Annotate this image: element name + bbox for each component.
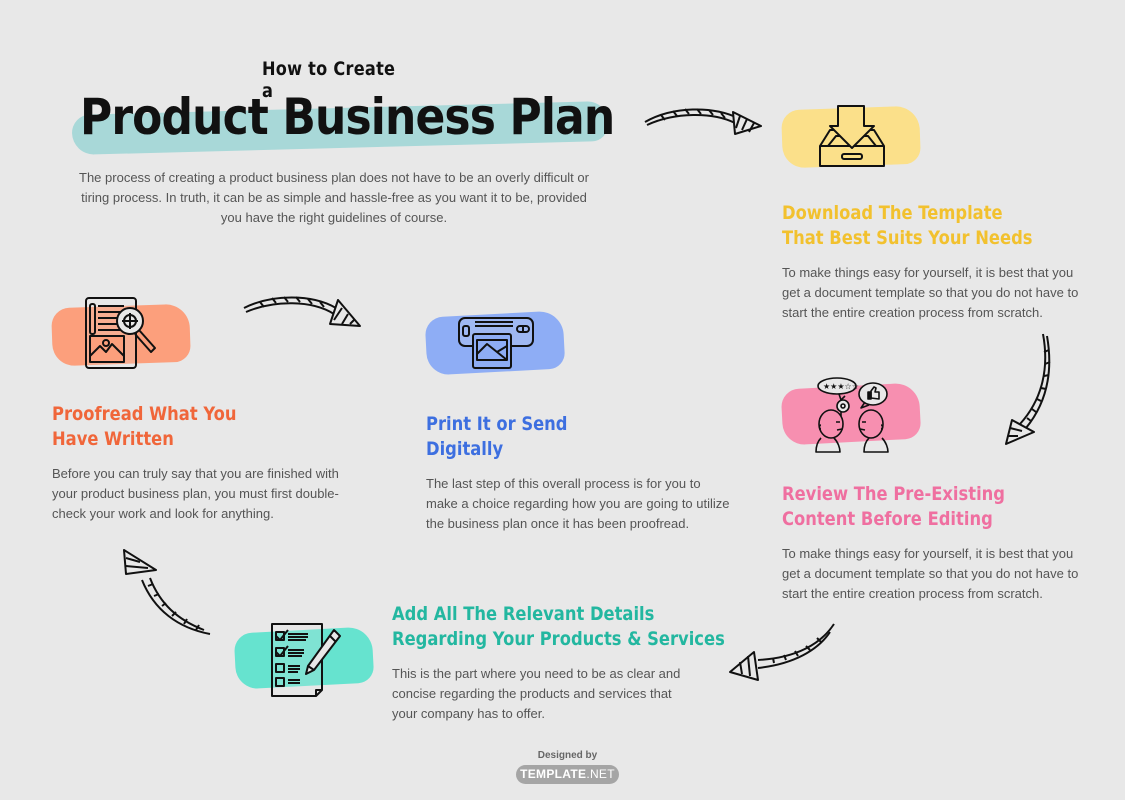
review-conversation-icon: ★★★☆☆ bbox=[813, 376, 897, 454]
arrow-down-icon bbox=[1000, 332, 1052, 448]
printer-icon bbox=[457, 314, 537, 372]
designed-by-label: Designed by bbox=[537, 750, 598, 761]
details-body: This is the part where you need to be as… bbox=[392, 666, 681, 721]
proofread-heading-line1: Proofread What You bbox=[52, 403, 237, 425]
download-tray-icon bbox=[816, 104, 888, 170]
arrow-up-icon bbox=[120, 548, 212, 638]
brand-suffix: .NET bbox=[586, 767, 615, 781]
details-heading-line1: Add All The Relevant Details bbox=[392, 603, 655, 625]
arrow-left-icon bbox=[726, 622, 838, 686]
brand-main: TEMPLATE bbox=[520, 767, 587, 781]
print-body: The last step of this overall process is… bbox=[426, 476, 730, 531]
details-heading-line2: Regarding Your Products & Services bbox=[392, 628, 725, 650]
proofread-heading: Proofread What You Have Written bbox=[52, 402, 237, 452]
template-net-badge[interactable]: TEMPLATE.NET bbox=[516, 765, 619, 784]
details-heading: Add All The Relevant Details Regarding Y… bbox=[392, 602, 725, 652]
intro-paragraph: The process of creating a product busine… bbox=[79, 170, 589, 225]
print-heading-line1: Print It or Send bbox=[426, 413, 568, 435]
review-body: To make things easy for yourself, it is … bbox=[782, 546, 1079, 601]
arrow-right-icon bbox=[643, 104, 767, 140]
download-body: To make things easy for yourself, it is … bbox=[782, 265, 1079, 320]
checklist-pencil-icon bbox=[268, 620, 344, 700]
print-heading: Print It or Send Digitally bbox=[426, 412, 568, 462]
arrow-right-icon bbox=[242, 292, 364, 332]
document-magnifier-icon bbox=[84, 296, 160, 372]
review-heading: Review The Pre-Existing Content Before E… bbox=[782, 482, 1005, 532]
proofread-body: Before you can truly say that you are fi… bbox=[52, 466, 339, 521]
proofread-heading-line2: Have Written bbox=[52, 428, 174, 450]
review-heading-line1: Review The Pre-Existing bbox=[782, 483, 1006, 505]
svg-text:★★★☆☆: ★★★☆☆ bbox=[823, 382, 859, 391]
print-heading-line2: Digitally bbox=[426, 438, 504, 460]
review-heading-line2: Content Before Editing bbox=[782, 508, 993, 530]
download-heading-line2: That Best Suits Your Needs bbox=[782, 227, 1033, 249]
download-heading-line1: Download The Template bbox=[782, 202, 1003, 224]
download-heading: Download The Template That Best Suits Yo… bbox=[782, 201, 1033, 251]
page-title: Product Business Plan bbox=[80, 88, 615, 146]
subtitle: How to Create a bbox=[262, 58, 396, 102]
